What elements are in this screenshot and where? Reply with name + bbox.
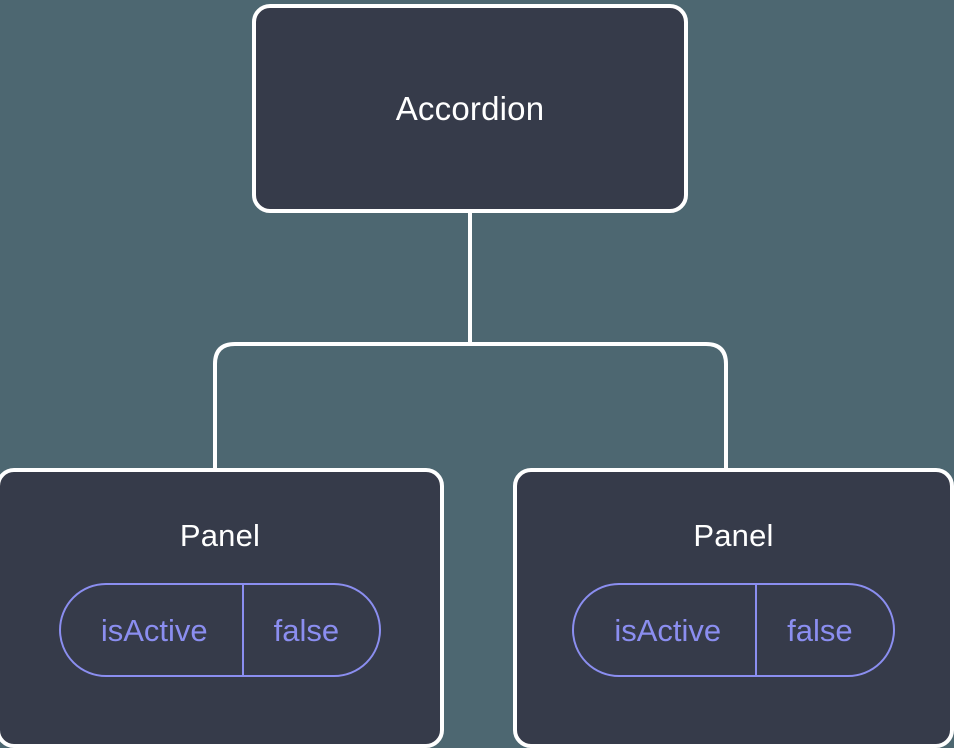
- node-panel-2[interactable]: Panel isActive false: [513, 468, 954, 748]
- node-accordion[interactable]: Accordion: [252, 4, 688, 213]
- node-panel-2-label: Panel: [693, 518, 774, 553]
- node-panel-1-label: Panel: [179, 518, 261, 553]
- state-key-panel-1: isActive: [100, 612, 208, 648]
- state-value-panel-1: false: [241, 585, 379, 675]
- node-panel-1[interactable]: Panel isActive false: [0, 468, 444, 748]
- node-accordion-label: Accordion: [395, 90, 545, 127]
- state-key-panel-2: isActive: [614, 612, 722, 648]
- state-value-panel-2: false: [755, 585, 892, 675]
- connector-branch: [213, 342, 728, 480]
- state-badge-panel-2[interactable]: isActive false: [572, 583, 895, 677]
- state-badge-panel-1[interactable]: isActive false: [58, 583, 382, 677]
